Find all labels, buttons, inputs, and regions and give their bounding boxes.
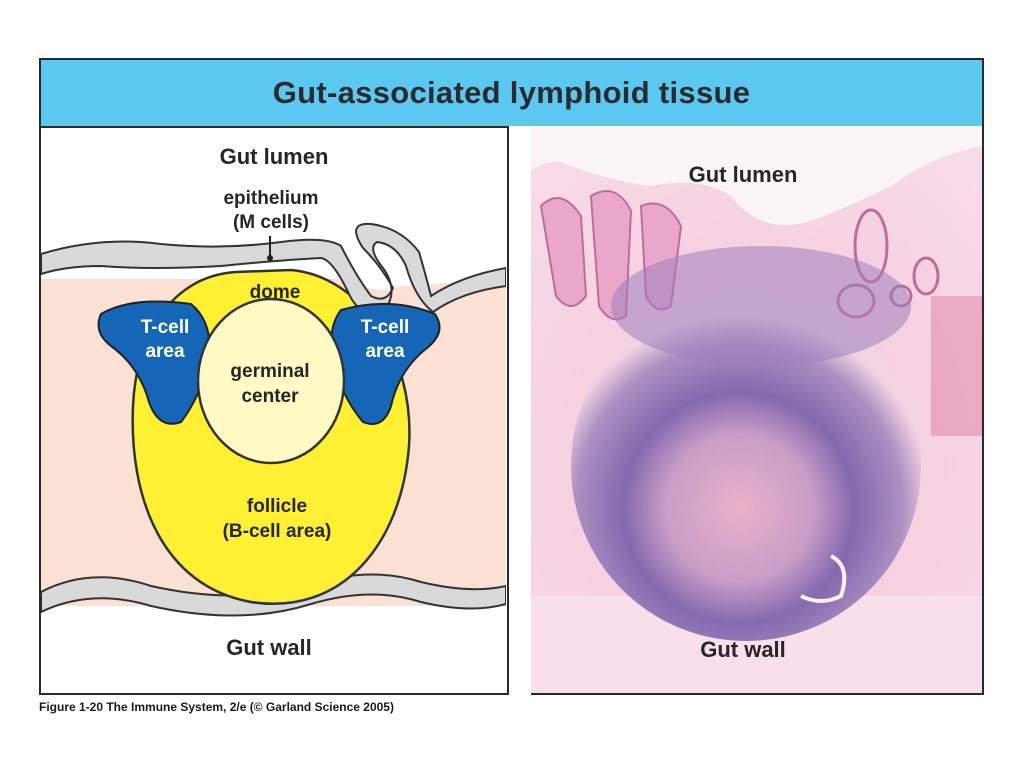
label-germinal-2: center (241, 386, 299, 407)
label-gut-wall: Gut wall (226, 635, 312, 660)
label-tcell-right-2: area (365, 341, 405, 362)
villus-1 (539, 197, 588, 307)
m-cell-dot (267, 255, 273, 261)
figure-caption: Figure 1-20 The Immune System, 2/e (© Ga… (39, 700, 394, 714)
dome-region (611, 246, 911, 366)
lymphoid-follicle (571, 291, 921, 641)
micrograph: Gut lumen Gut wall (531, 126, 982, 693)
schematic-svg: Gut lumen epithelium (M cells) dome T-ce… (40, 144, 507, 660)
label-germinal-1: germinal (230, 361, 309, 382)
label-dome: dome (250, 282, 301, 303)
label-tcell-left-1: T-cell (141, 317, 190, 338)
micrograph-svg: Gut lumen Gut wall (531, 126, 982, 693)
label-tcell-left-2: area (145, 341, 185, 362)
label-tcell-right-1: T-cell (361, 317, 410, 338)
blood-vessel-region (931, 296, 982, 436)
lumen-space (531, 126, 982, 226)
crypt-2 (912, 256, 940, 296)
label-follicle-2: (B-cell area) (223, 521, 332, 542)
label-epithelium: epithelium (223, 188, 318, 209)
panel-divider (507, 126, 533, 695)
micro-label-gut-lumen: Gut lumen (689, 162, 798, 187)
figure-title: Gut-associated lymphoid tissue (272, 75, 751, 110)
tcell-area-left (97, 300, 211, 425)
label-m-cells: (M cells) (233, 212, 309, 233)
schematic-diagram: Gut lumen epithelium (M cells) dome T-ce… (40, 126, 507, 693)
gut-wall-crack (800, 554, 847, 603)
germinal-center (196, 297, 346, 465)
title-bar: Gut-associated lymphoid tissue (41, 60, 982, 128)
micro-label-gut-wall: Gut wall (700, 637, 786, 662)
label-gut-lumen: Gut lumen (220, 144, 329, 169)
label-follicle-1: follicle (247, 496, 307, 517)
